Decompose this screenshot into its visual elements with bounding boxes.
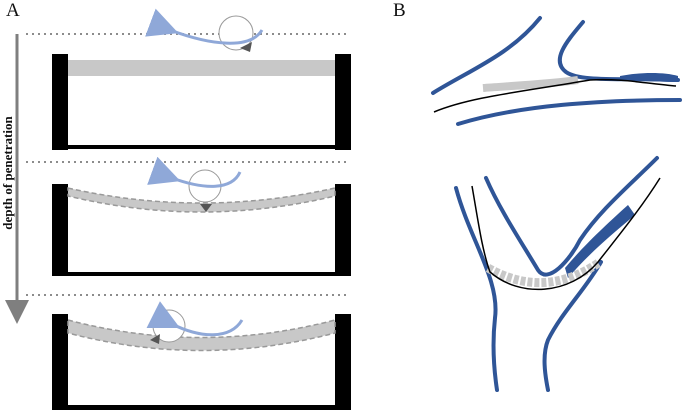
container-step-3 [52,301,351,410]
rotation-arrow-icon [145,8,264,51]
blade-tip-icon [150,334,160,344]
panel-a-letter: A [6,0,20,21]
vessel-junction-top [431,16,682,126]
tissue-band-flat [68,60,335,76]
panel-a: depth of penetration [0,8,351,410]
panel-b-letter: B [393,0,406,21]
rotation-arrow-icon [147,156,242,203]
depth-axis-label: depth of penetration [0,116,15,230]
vessel-junction-bottom [454,156,661,392]
tissue-band-curved-1 [67,187,336,213]
blade-tip-icon [240,42,252,52]
container-step-2 [52,156,351,276]
rotation-arrow-icon [146,301,244,343]
blade-tip-icon [200,204,212,212]
panel-b [431,16,682,392]
container-step-1 [52,8,351,150]
